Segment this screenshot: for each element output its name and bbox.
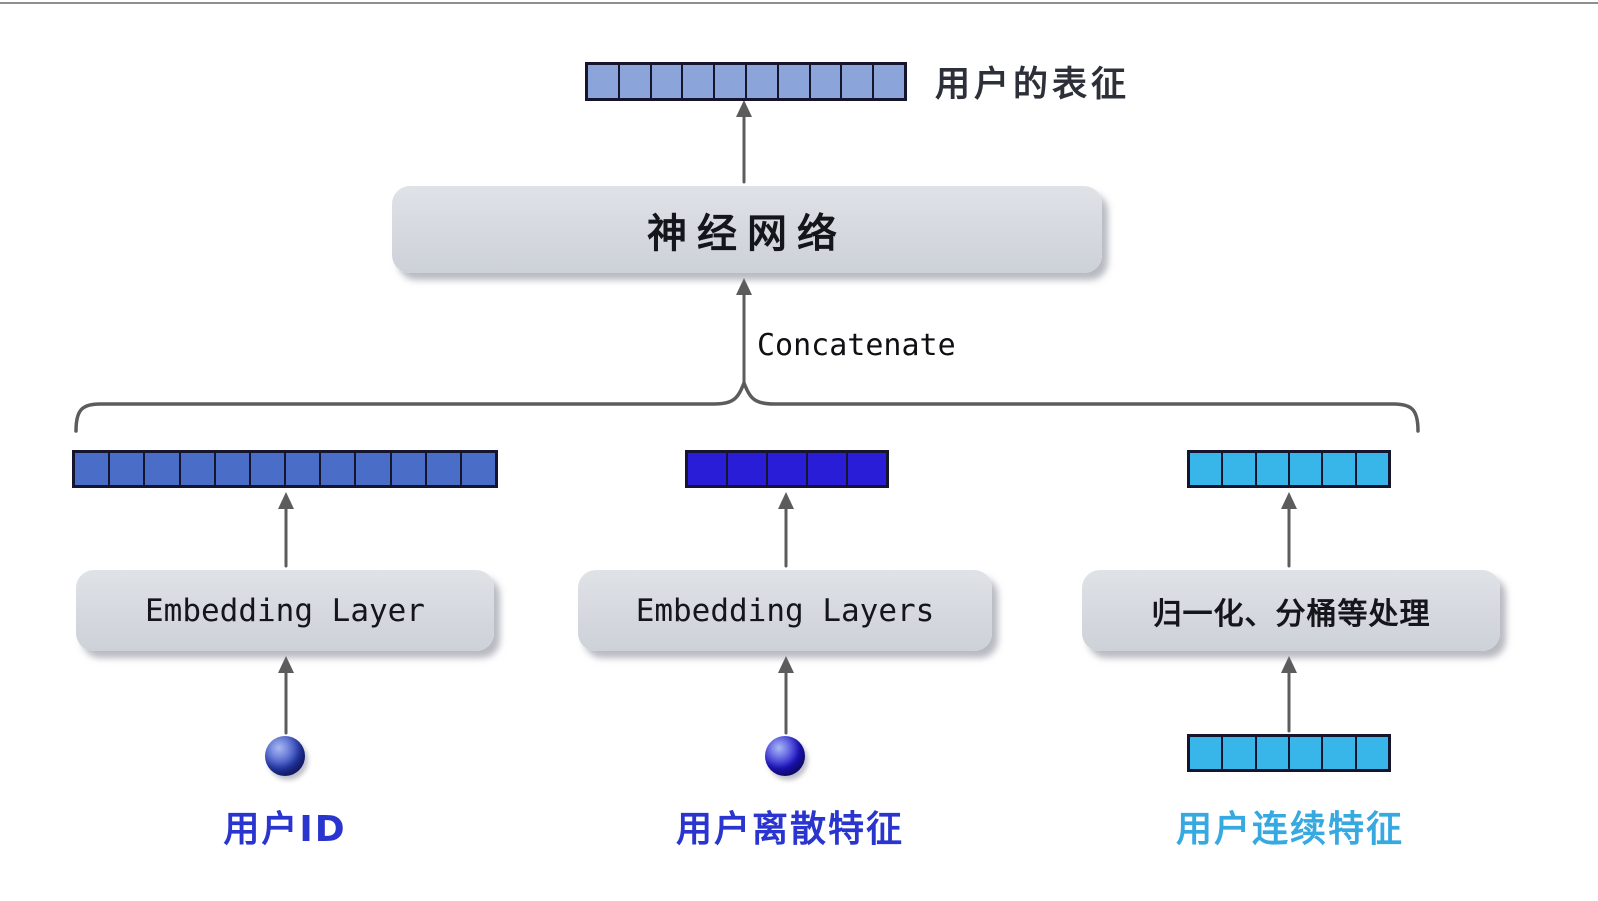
user-discrete-features-label: 用户离散特征 [675, 809, 904, 850]
vector-cell [1223, 737, 1257, 769]
vector-cell [728, 453, 768, 485]
embedding-layers-box: Embedding Layers [578, 570, 992, 651]
embedding-layer-label: Embedding Layer [145, 592, 425, 629]
vector-cell [688, 453, 728, 485]
user-continuous-processed-vector [1187, 450, 1391, 488]
vector-cell [715, 65, 747, 98]
vector-cell [1356, 737, 1388, 769]
vector-cell [1190, 737, 1224, 769]
concatenate-brace [74, 378, 1420, 433]
user-continuous-features-label: 用户连续特征 [1175, 809, 1404, 850]
vector-cell [426, 453, 462, 485]
user-continuous-input-vector [1187, 734, 1391, 772]
vector-cell [1289, 453, 1324, 485]
vector-cell [619, 65, 652, 98]
page-top-border [0, 2, 1598, 4]
arrowhead [278, 656, 294, 673]
vector-cell [110, 453, 146, 485]
user-representation-label: 用户的表征 [935, 64, 1131, 105]
vector-cell [683, 65, 716, 98]
arrowhead [778, 492, 794, 509]
vector-cell [215, 453, 251, 485]
arrowhead [736, 278, 752, 295]
vector-cell [842, 65, 875, 98]
vector-cell [1256, 737, 1290, 769]
vector-cell [75, 453, 111, 485]
arrowhead [1281, 656, 1297, 673]
vector-cell [180, 453, 216, 485]
user-id-embedding-vector [72, 450, 498, 488]
arrowhead [778, 656, 794, 673]
user-id-sphere [265, 736, 305, 776]
arrowhead [1281, 492, 1297, 509]
vector-cell [848, 453, 886, 485]
vector-cell [391, 453, 427, 485]
embedding-layers-label: Embedding Layers [635, 592, 935, 629]
vector-cell [1256, 453, 1290, 485]
vector-cell [1190, 453, 1224, 485]
vector-cell [874, 65, 904, 98]
arrowhead [736, 100, 752, 117]
vector-cell [356, 453, 392, 485]
user-id-label: 用户ID [223, 809, 347, 850]
vector-cell [1356, 453, 1388, 485]
vector-cell [1223, 453, 1257, 485]
arrowhead [278, 492, 294, 509]
vector-cell [461, 453, 496, 485]
vector-cell [250, 453, 287, 485]
user-discrete-sphere [765, 736, 805, 776]
embedding-layer-box: Embedding Layer [76, 570, 494, 651]
vector-cell [1323, 453, 1357, 485]
vector-cell [810, 65, 843, 98]
user-discrete-embedding-vector [685, 450, 889, 488]
vector-cell [746, 65, 779, 98]
concatenate-label: Concatenate [757, 328, 956, 363]
vector-cell [321, 453, 357, 485]
vector-cell [1289, 737, 1324, 769]
user-representation-vector [585, 62, 907, 101]
vector-cell [768, 453, 808, 485]
neural-network-label: 神经网络 [647, 210, 847, 257]
vector-cell [286, 453, 322, 485]
vector-cell [651, 65, 684, 98]
vector-cell [145, 453, 181, 485]
vector-cell [778, 65, 811, 98]
normalize-bucketize-label: 归一化、分桶等处理 [1151, 596, 1431, 632]
vector-cell [1323, 737, 1357, 769]
neural-network-box: 神经网络 [392, 186, 1102, 273]
vector-cell [808, 453, 848, 485]
vector-cell [588, 65, 620, 98]
normalize-bucketize-box: 归一化、分桶等处理 [1082, 570, 1500, 651]
